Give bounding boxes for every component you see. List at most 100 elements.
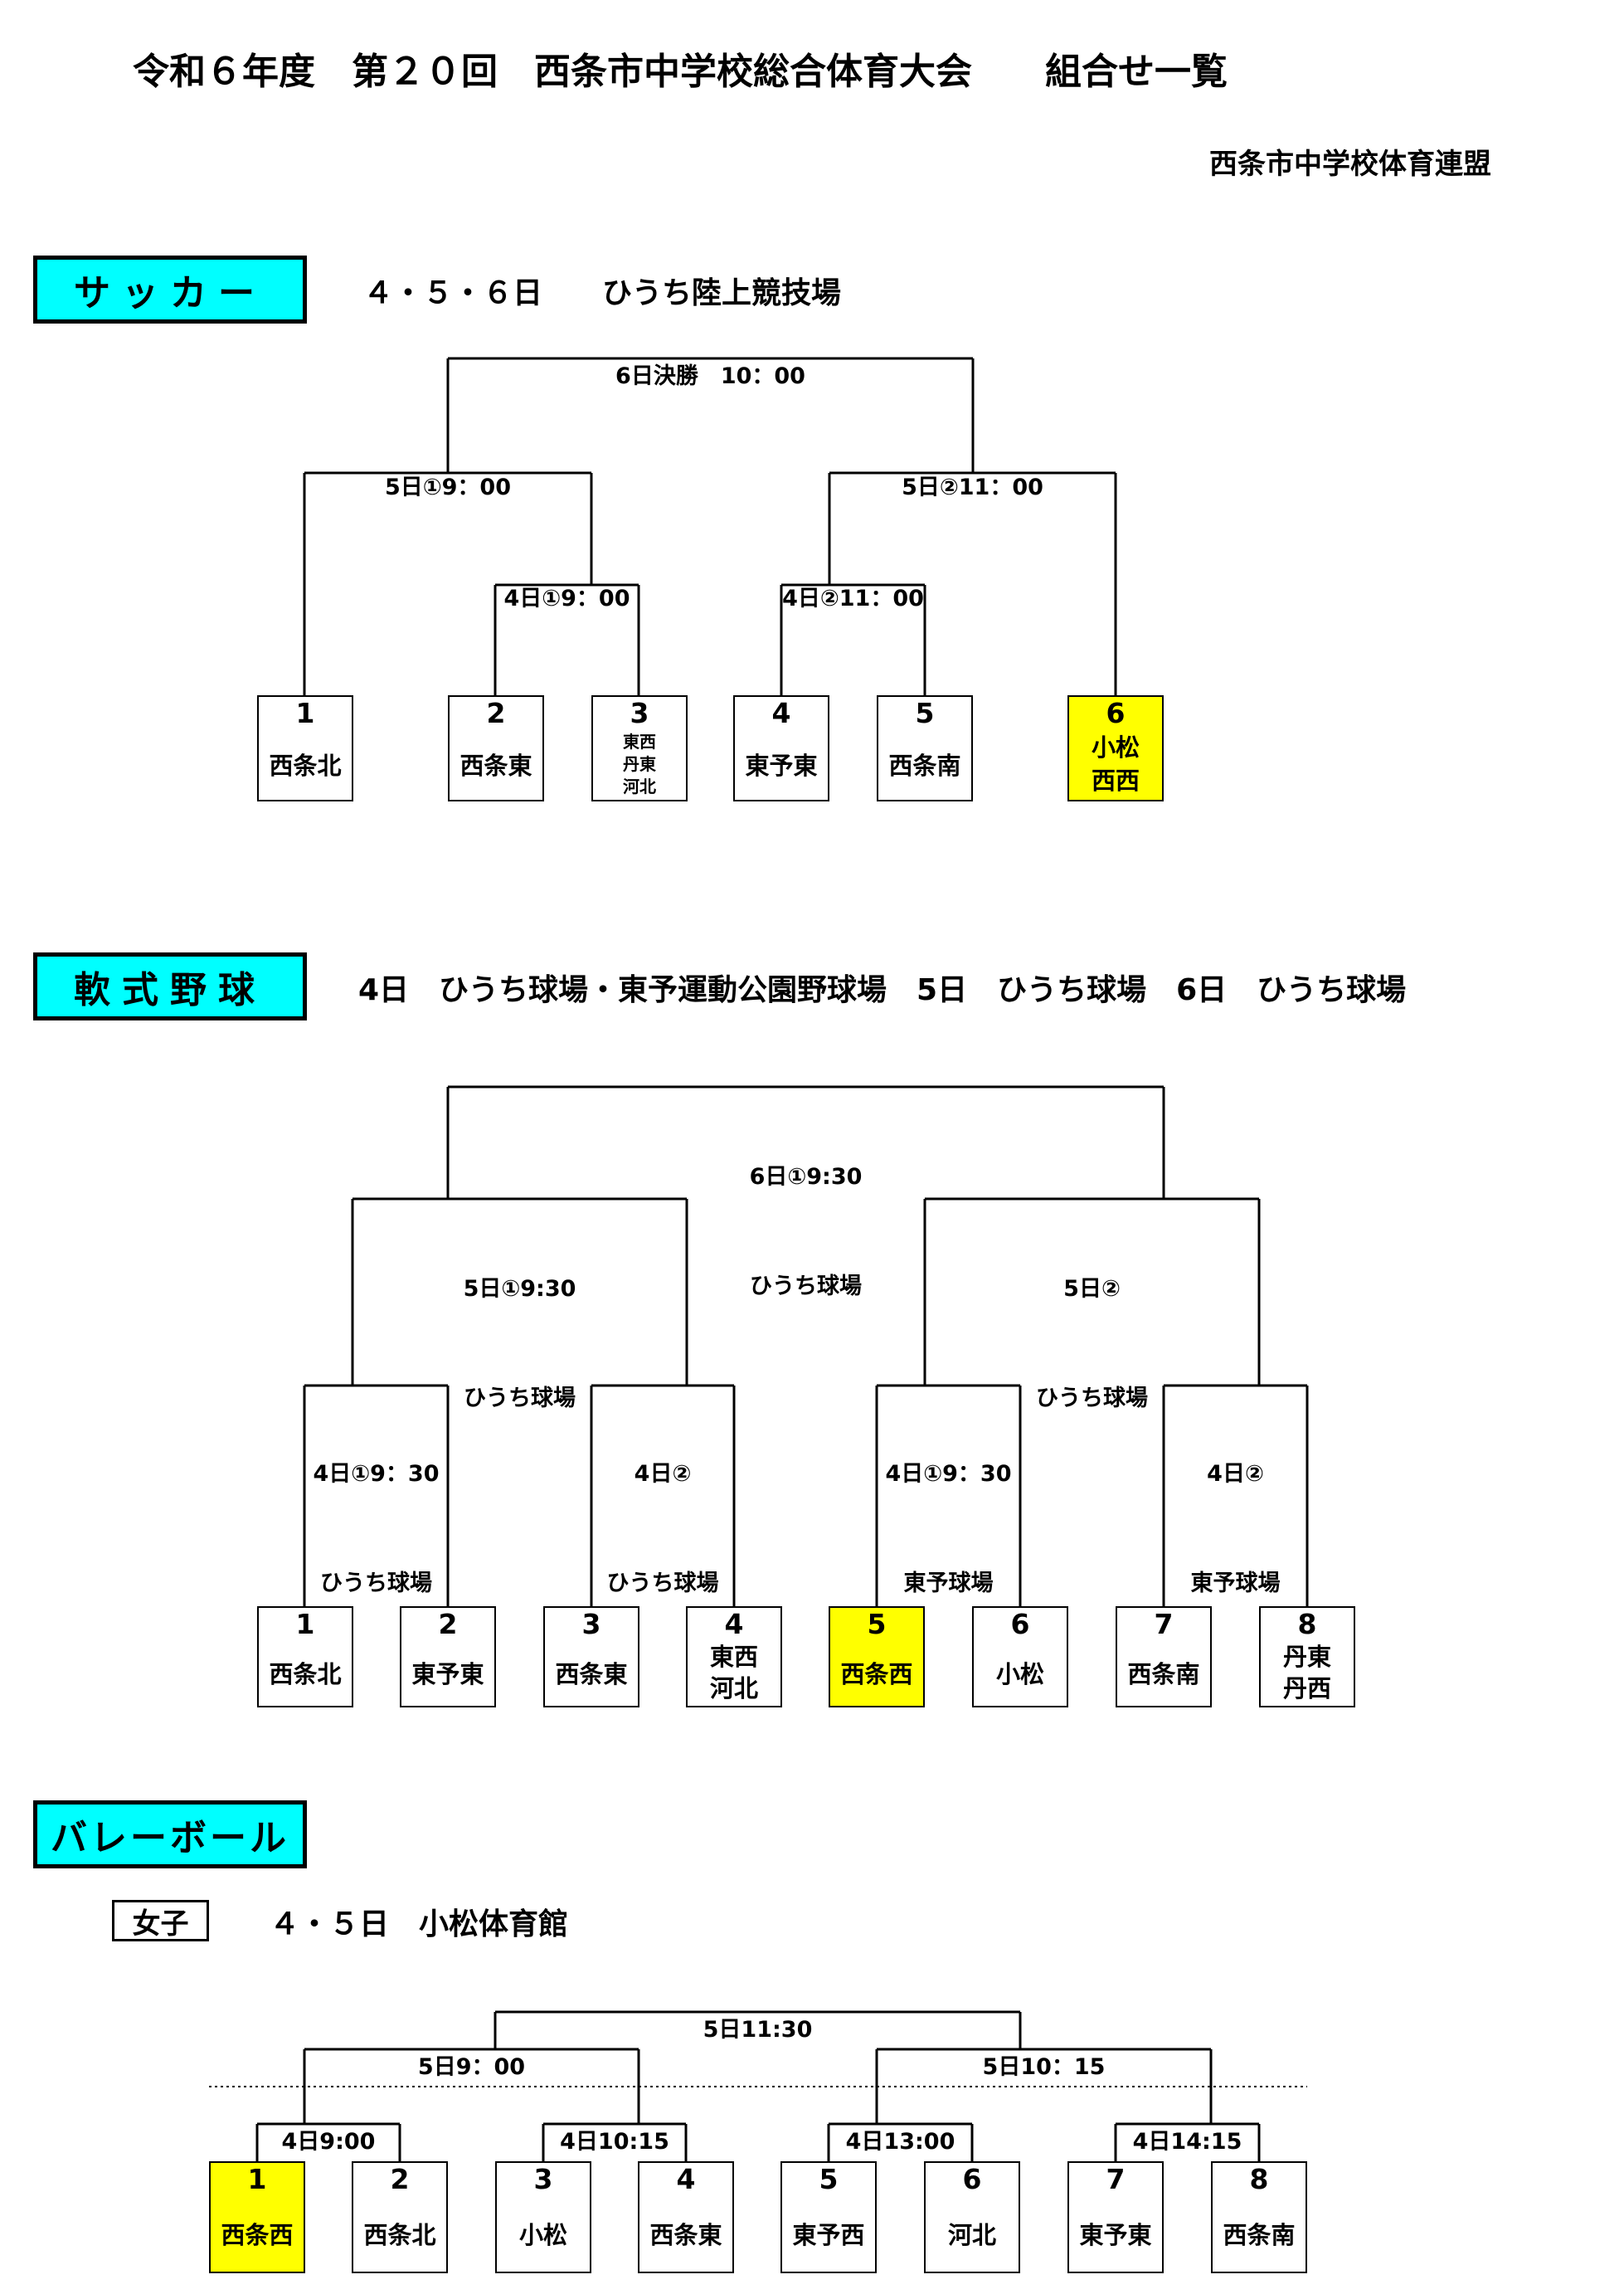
match-venue: 東予球場 <box>903 1571 994 1596</box>
team-name: 小松 <box>518 2220 567 2249</box>
match-venue: ひうち球場 <box>464 1386 576 1411</box>
page-title: 令和６年度 第２０回 西条市中学校総合体育大会 組合せ一覧 <box>133 51 1228 93</box>
baseball-team-3: 3 西条東 <box>543 1606 639 1707</box>
team-name: 西条南 <box>888 752 961 780</box>
volleyball-semi1-label: 5日9：00 <box>417 2054 526 2080</box>
match-time: 5日② <box>1063 1276 1121 1302</box>
soccer-team-3: 3 東西 丹東 河北 <box>591 695 688 801</box>
team-number: 5 <box>867 1608 887 1640</box>
team-number: 4 <box>676 2163 696 2195</box>
team-name: 西条西 <box>221 2220 294 2249</box>
team-number: 7 <box>1154 1608 1174 1640</box>
team-name: 小松 <box>995 1660 1044 1688</box>
team-name: 西西 <box>1091 767 1140 795</box>
baseball-final-label: 6日①9:30 ひうち球場 <box>448 1086 1164 1342</box>
match-time: 5日①9:30 <box>463 1276 576 1302</box>
soccer-team-4: 4 東予東 <box>733 695 829 801</box>
team-number: 2 <box>390 2163 410 2195</box>
baseball-label: 軟式野球 <box>33 952 307 1020</box>
soccer-qf2-label: 4日②11：00 <box>782 586 924 611</box>
soccer-team-6: 6 小松 西西 <box>1067 695 1164 801</box>
baseball-semi2-label: 5日② ひうち球場 <box>925 1198 1259 1454</box>
baseball-venue: 4日 ひうち球場・東予運動公園野球場 5日 ひうち球場 6日 ひうち球場 <box>358 973 1407 1007</box>
volleyball-qf2-label: 4日10:15 <box>560 2129 669 2155</box>
team-number: 8 <box>1297 1608 1317 1640</box>
team-number: 6 <box>1010 1608 1030 1640</box>
soccer-semi1-label: 5日①9：00 <box>384 475 511 500</box>
baseball-qf3-label: 4日①9：30 東予球場 <box>877 1383 1020 1639</box>
volleyball-team-4: 4 西条東 <box>638 2161 734 2273</box>
volleyball-venue: ４・５日 小松体育館 <box>270 1907 569 1941</box>
team-name: 東西 <box>623 731 656 752</box>
team-number: 2 <box>486 697 506 729</box>
match-venue: ひうち球場 <box>606 1571 719 1596</box>
soccer-qf1-label: 4日①9：00 <box>503 586 630 611</box>
volleyball-team-5: 5 東予西 <box>780 2161 877 2273</box>
volleyball-semi2-label: 5日10：15 <box>982 2054 1106 2080</box>
team-name: 河北 <box>709 1674 758 1702</box>
team-number: 3 <box>581 1608 601 1640</box>
volleyball-team-8: 8 西条南 <box>1211 2161 1307 2273</box>
volleyball-team-1: 1 西条西 <box>209 2161 305 2273</box>
team-name: 西条南 <box>1127 1660 1200 1688</box>
team-name: 東予東 <box>411 1660 484 1688</box>
volleyball-division-label: 女子 <box>112 1900 209 1941</box>
team-number: 3 <box>533 2163 553 2195</box>
team-number: 1 <box>247 2163 267 2195</box>
baseball-team-7: 7 西条南 <box>1116 1606 1212 1707</box>
team-number: 7 <box>1106 2163 1126 2195</box>
team-number: 1 <box>295 1608 315 1640</box>
organizer-name: 西条市中学校体育連盟 <box>1209 148 1491 181</box>
soccer-team-2: 2 西条東 <box>448 695 544 801</box>
team-name: 東予西 <box>792 2220 865 2249</box>
team-name: 丹東 <box>1282 1643 1331 1671</box>
baseball-team-6: 6 小松 <box>972 1606 1068 1707</box>
baseball-team-4: 4 東西 河北 <box>686 1606 782 1707</box>
baseball-team-8: 8 丹東 丹西 <box>1259 1606 1355 1707</box>
baseball-semi1-label: 5日①9:30 ひうち球場 <box>353 1198 687 1454</box>
match-venue: 東予球場 <box>1190 1571 1281 1596</box>
team-number: 5 <box>819 2163 839 2195</box>
baseball-team-1: 1 西条北 <box>257 1606 353 1707</box>
team-number: 8 <box>1249 2163 1269 2195</box>
team-number: 4 <box>771 697 791 729</box>
soccer-semi2-label: 5日②11：00 <box>902 475 1043 500</box>
baseball-qf2-label: 4日② ひうち球場 <box>591 1383 734 1639</box>
team-name: 東予東 <box>745 752 818 780</box>
team-name: 東西 <box>709 1643 758 1671</box>
match-time: 4日② <box>634 1461 692 1487</box>
volleyball-qf4-label: 4日14:15 <box>1132 2129 1242 2155</box>
volleyball-team-7: 7 東予東 <box>1067 2161 1164 2273</box>
soccer-label: サッカー <box>33 256 307 324</box>
team-name: 小松 <box>1091 733 1140 762</box>
team-name: 東予東 <box>1079 2220 1152 2249</box>
team-name: 西条南 <box>1223 2220 1296 2249</box>
team-number: 6 <box>1106 697 1126 729</box>
match-time: 4日①9：30 <box>885 1461 1012 1487</box>
match-venue: ひうち球場 <box>320 1571 432 1596</box>
team-name: 丹西 <box>1282 1674 1331 1702</box>
volleyball-label: バレーボール <box>33 1800 307 1868</box>
match-venue: ひうち球場 <box>1036 1386 1148 1411</box>
team-name: 丹東 <box>623 753 656 774</box>
team-name: 西条北 <box>269 1660 342 1688</box>
soccer-final-label: 6日決勝 10：00 <box>615 363 805 389</box>
volleyball-qf1-label: 4日9:00 <box>281 2129 376 2155</box>
match-time: 4日①9：30 <box>313 1461 440 1487</box>
baseball-team-2: 2 東予東 <box>400 1606 496 1707</box>
baseball-qf1-label: 4日①9：30 ひうち球場 <box>304 1383 448 1639</box>
team-number: 3 <box>630 697 649 729</box>
volleyball-final-label: 5日11:30 <box>703 2017 813 2043</box>
soccer-venue: ４・５・６日 ひうち陸上競技場 <box>363 276 842 310</box>
team-name: 西条東 <box>555 1660 628 1688</box>
team-number: 4 <box>724 1608 744 1640</box>
team-name: 西条北 <box>363 2220 436 2249</box>
team-name: 西条西 <box>840 1660 913 1688</box>
volleyball-team-2: 2 西条北 <box>352 2161 448 2273</box>
team-name: 西条東 <box>649 2220 722 2249</box>
team-name: 河北 <box>947 2220 996 2249</box>
volleyball-team-6: 6 河北 <box>924 2161 1020 2273</box>
team-name: 西条東 <box>459 752 532 780</box>
